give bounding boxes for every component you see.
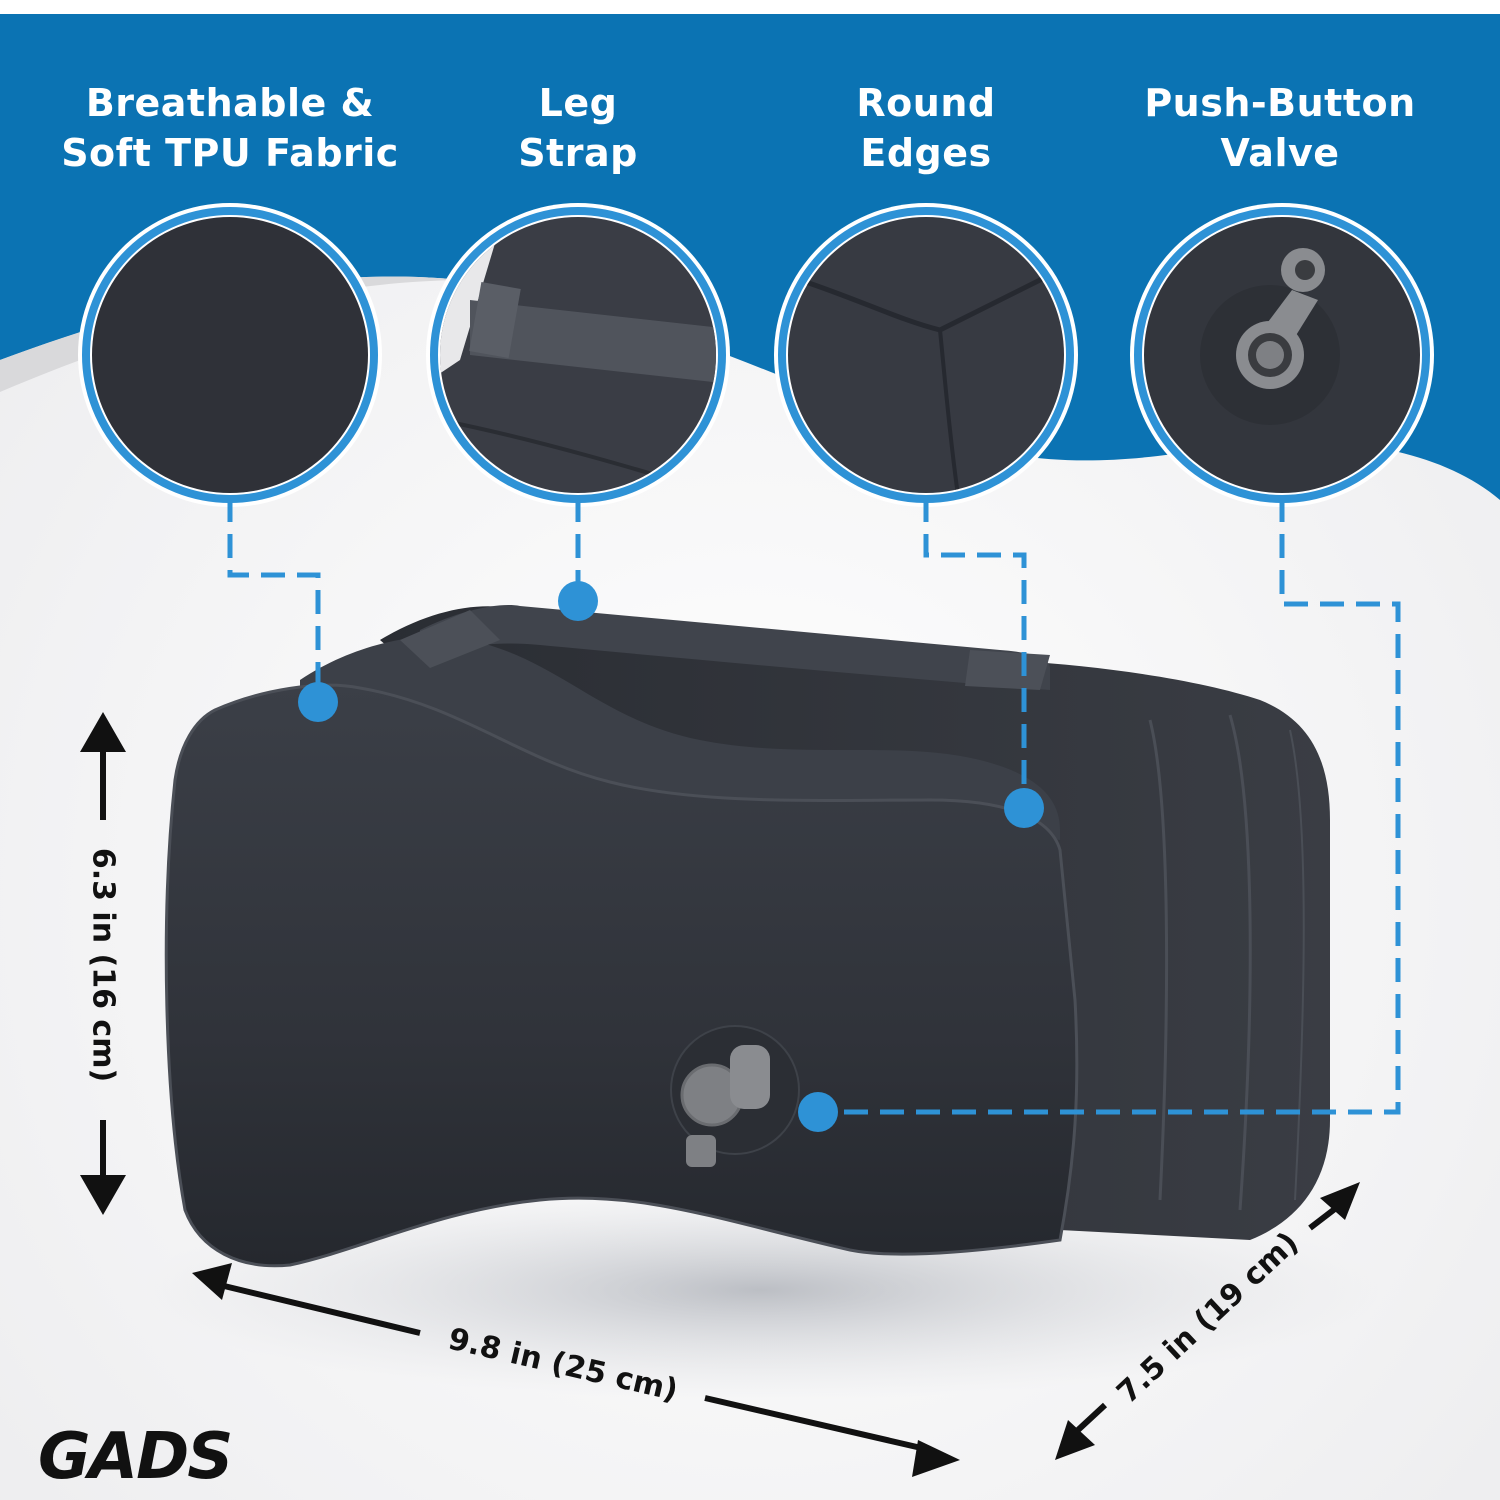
- feature-title-line: Strap: [518, 131, 638, 175]
- brand-logo: GADS: [38, 1420, 233, 1494]
- knee-pillow-product: [164, 605, 1330, 1268]
- feature-title-line: Soft TPU Fabric: [61, 131, 399, 175]
- feature-title-strap: Leg Strap: [398, 78, 758, 178]
- feature-circle-edges: [774, 203, 1078, 507]
- feature-title-line: Leg: [538, 81, 618, 125]
- feature-title-line: Breathable &: [85, 81, 375, 125]
- feature-title-line: Push-Button: [1144, 81, 1416, 125]
- feature-title-valve: Push-Button Valve: [1100, 78, 1460, 178]
- feature-title-line: Valve: [1220, 131, 1340, 175]
- feature-circle-strap: [426, 203, 730, 507]
- callout-dots: [298, 581, 1044, 1132]
- feature-circle-valve: [1130, 203, 1434, 507]
- feature-title-line: Round: [856, 81, 996, 125]
- feature-title-edges: Round Edges: [746, 78, 1106, 178]
- dimension-height-label: 6.3 in (16 cm): [85, 847, 121, 1083]
- feature-circle-fabric: [78, 203, 382, 507]
- dimension-arrows: [80, 712, 1360, 1477]
- feature-title-fabric: Breathable & Soft TPU Fabric: [50, 78, 410, 178]
- feature-title-line: Edges: [860, 131, 992, 175]
